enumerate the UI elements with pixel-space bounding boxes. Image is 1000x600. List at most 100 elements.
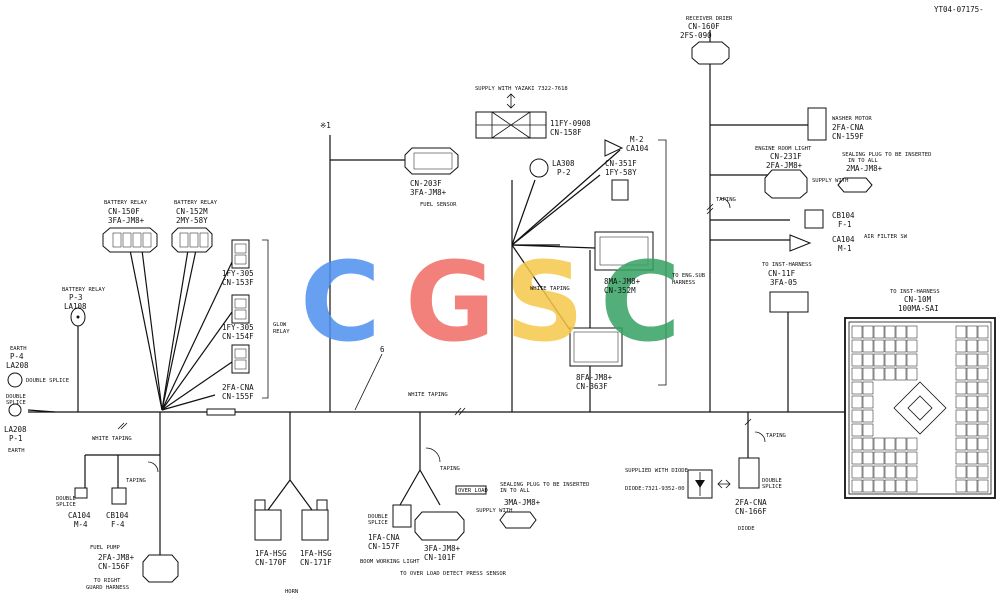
cn10-pin bbox=[977, 339, 989, 353]
label: P-3 bbox=[69, 293, 83, 302]
cn10-pin bbox=[884, 437, 896, 451]
cn10-pin bbox=[895, 465, 907, 479]
connector-diode bbox=[687, 457, 760, 499]
label: SPLICE bbox=[762, 484, 782, 490]
label: CN-153F bbox=[222, 278, 254, 287]
label: F-4 bbox=[111, 520, 125, 529]
label: DOUBLE bbox=[368, 514, 388, 520]
label: 2FA-CNA bbox=[735, 498, 767, 507]
label: CN-231F bbox=[770, 152, 802, 161]
watermark-letter-s: S bbox=[505, 238, 584, 366]
label: EARTH bbox=[10, 346, 27, 352]
label: IN TO ALL bbox=[848, 158, 878, 164]
label: LA208 bbox=[6, 361, 29, 370]
label: CN-154F bbox=[222, 332, 254, 341]
label: CN-166F bbox=[735, 507, 767, 516]
cn10-pin-grid bbox=[851, 325, 989, 493]
cn10-pin bbox=[851, 409, 863, 423]
cn10-pin bbox=[966, 409, 978, 423]
cn10-pin bbox=[862, 409, 874, 423]
label: CN-352M bbox=[604, 286, 636, 295]
cn10-pin bbox=[851, 339, 863, 353]
connector-engine-room-light bbox=[764, 169, 873, 199]
cn10-pin bbox=[955, 395, 967, 409]
cn10-pin bbox=[873, 451, 885, 465]
label: TO ENG.SUB bbox=[672, 273, 706, 279]
cn10-pin bbox=[955, 353, 967, 367]
label: 2FA-JM8+ bbox=[766, 161, 803, 170]
label: 1FA-HSG bbox=[255, 549, 287, 558]
label: TO RIGHT bbox=[94, 578, 121, 584]
connector-cn158 bbox=[475, 93, 547, 139]
label: CB104 bbox=[832, 211, 855, 220]
connector-cn351 bbox=[611, 179, 629, 201]
cn10-pin bbox=[955, 339, 967, 353]
label: CN-363F bbox=[576, 382, 608, 391]
cn10-pin bbox=[977, 437, 989, 451]
relay-fan bbox=[27, 249, 233, 413]
label: CN-159F bbox=[832, 132, 864, 141]
cn10-pin bbox=[977, 381, 989, 395]
cn10-pin bbox=[906, 465, 918, 479]
label: F-1 bbox=[838, 220, 852, 229]
cn10-pin bbox=[906, 339, 918, 353]
label: CN-351F bbox=[605, 159, 637, 168]
label: LA308 bbox=[552, 159, 575, 168]
label: DIODE:7321-9352-00 bbox=[625, 486, 685, 492]
label: AIR FILTER SW bbox=[864, 234, 908, 240]
cn10-pin bbox=[862, 437, 874, 451]
cn10-pin bbox=[873, 353, 885, 367]
label: M-1 bbox=[838, 244, 852, 253]
cn10-pin bbox=[906, 437, 918, 451]
label: TO INST-HARNESS bbox=[762, 262, 812, 268]
label: BOOM WORKING LIGHT bbox=[360, 559, 420, 565]
cn10-pin bbox=[851, 395, 863, 409]
label: FUEL SENSOR bbox=[420, 202, 457, 208]
label: SUPPLY WITH bbox=[812, 178, 848, 184]
label: CN-150F bbox=[108, 207, 140, 216]
cn10-pin bbox=[851, 325, 863, 339]
label: 2FA-CNA bbox=[832, 123, 864, 132]
connector-battery-relay-r bbox=[171, 227, 213, 253]
connector-horn bbox=[254, 499, 329, 541]
label: BATTERY RELAY bbox=[174, 200, 218, 206]
cn10-pin bbox=[966, 479, 978, 493]
cn10-pin bbox=[977, 367, 989, 381]
cn10-pin bbox=[851, 437, 863, 451]
label: DOUBLE SPLICE bbox=[26, 378, 69, 384]
label: GLOW bbox=[273, 322, 287, 328]
watermark: C G S C bbox=[300, 238, 681, 366]
label: 2MY-58Y bbox=[176, 216, 208, 225]
cn10-pin bbox=[851, 451, 863, 465]
connector-la308 bbox=[529, 158, 549, 178]
cn10-pin bbox=[906, 353, 918, 367]
label: P-1 bbox=[9, 434, 23, 443]
label: 3MA-JM8+ bbox=[504, 498, 541, 507]
cn10-pin bbox=[884, 451, 896, 465]
watermark-letter-c1: C bbox=[300, 238, 381, 366]
cn10-pin bbox=[977, 353, 989, 367]
cn10-pin bbox=[895, 367, 907, 381]
label: TO INST-HARNESS bbox=[890, 289, 940, 295]
label: CN-155F bbox=[222, 392, 254, 401]
connector-battery-relay-l bbox=[102, 227, 158, 253]
label: P-2 bbox=[557, 168, 571, 177]
label: 2FS-090 bbox=[680, 31, 712, 40]
connector-fuel-pump-area bbox=[74, 487, 179, 583]
cn10-pin bbox=[873, 325, 885, 339]
label: 1FY-58Y bbox=[605, 168, 637, 177]
label: SEALING PLUG TO BE INSERTED bbox=[842, 152, 931, 158]
cn10-pin bbox=[895, 451, 907, 465]
label: GUARD HARNESS bbox=[86, 585, 129, 591]
cn10-pin bbox=[966, 465, 978, 479]
cn10-pin bbox=[862, 353, 874, 367]
label: WHITE TAPING bbox=[408, 392, 448, 398]
label: BATTERY RELAY bbox=[104, 200, 148, 206]
cn10-pin bbox=[955, 479, 967, 493]
cn10-pin bbox=[862, 381, 874, 395]
label: SPLICE bbox=[6, 400, 26, 406]
cn10-pin bbox=[977, 479, 989, 493]
label: WASHER MOTOR bbox=[832, 116, 872, 122]
label: HORN bbox=[285, 589, 298, 595]
